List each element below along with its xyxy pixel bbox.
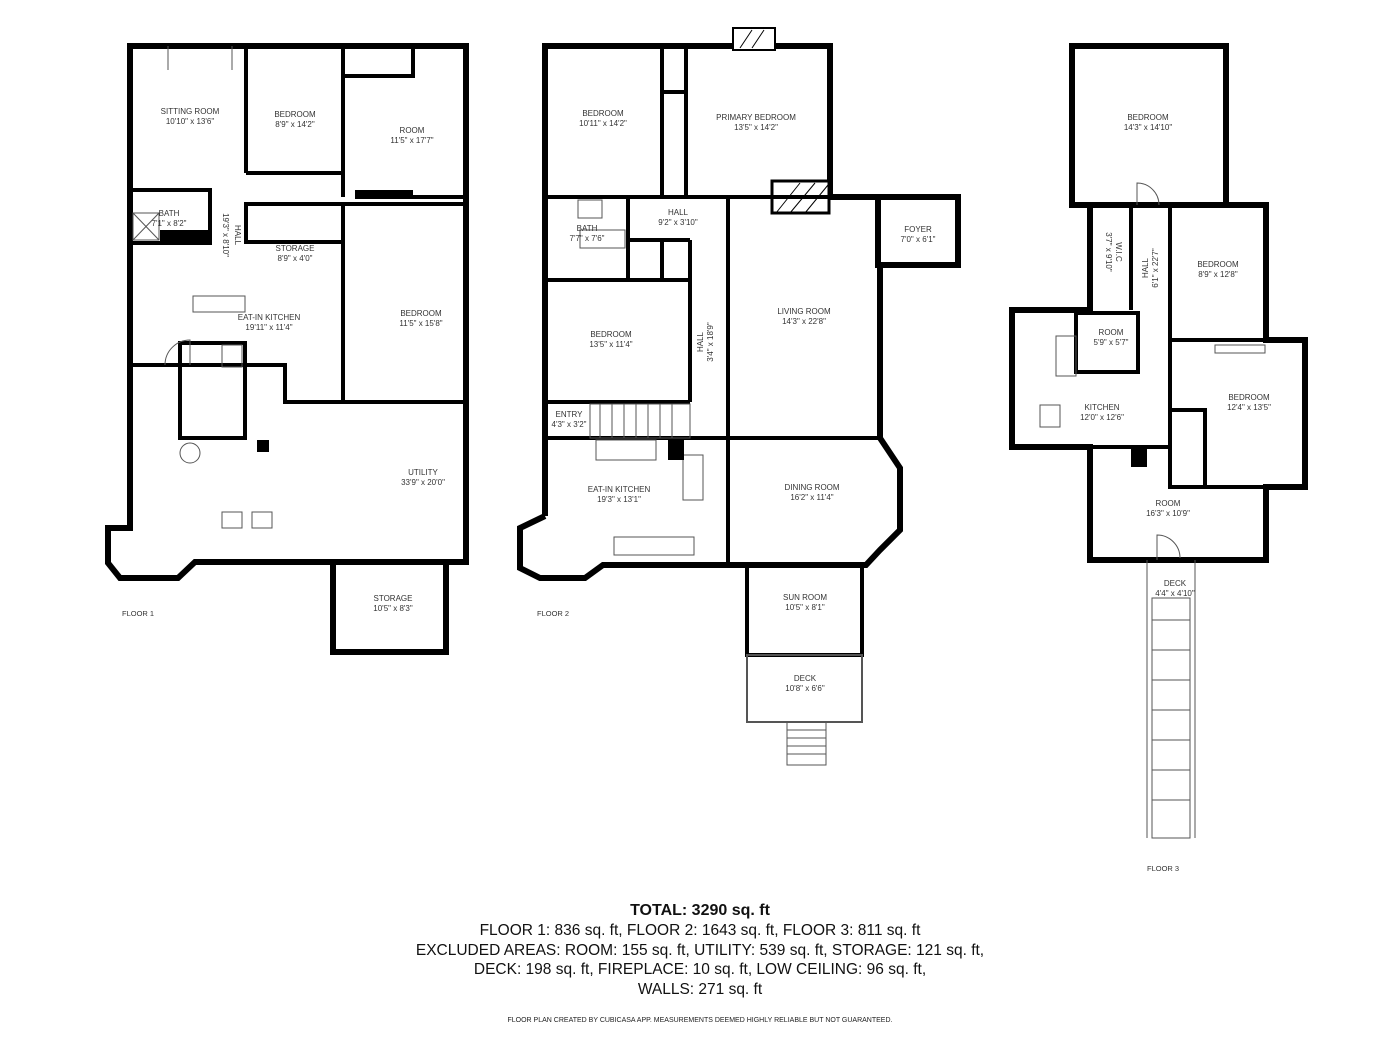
floor-1-labels: SITTING ROOM 10'10" x 13'6" BEDROOM 8'9"… xyxy=(122,107,445,618)
fireplace-top xyxy=(732,27,776,51)
room-name: SITTING ROOM xyxy=(161,107,220,116)
room-name: UTILITY xyxy=(408,468,438,477)
room-name: BEDROOM xyxy=(1228,393,1270,402)
area-summary: TOTAL: 3290 sq. ft FLOOR 1: 836 sq. ft, … xyxy=(0,901,1400,1024)
room-dims: 11'5" x 17'7" xyxy=(390,136,433,145)
room-dims: 13'5" x 14'2" xyxy=(734,123,778,132)
room-name: DECK xyxy=(794,674,817,683)
room-name: BATH xyxy=(159,209,180,218)
summary-line: FLOOR 1: 836 sq. ft, FLOOR 2: 1643 sq. f… xyxy=(479,922,921,939)
room-name: HALL xyxy=(233,225,242,246)
room-name: BATH xyxy=(577,224,598,233)
room-name: HALL xyxy=(1141,257,1150,278)
room-name: STORAGE xyxy=(374,594,413,603)
room-name: ROOM xyxy=(1099,328,1124,337)
summary-line: EXCLUDED AREAS: ROOM: 155 sq. ft, UTILIT… xyxy=(415,941,985,959)
deck-stairs xyxy=(786,721,827,766)
room-dims: 13'5" x 11'4" xyxy=(589,340,632,349)
room-dims: 19'11" x 11'4" xyxy=(245,323,292,332)
room-name: BEDROOM xyxy=(400,309,442,318)
summary-line: DECK: 198 sq. ft, FIREPLACE: 10 sq. ft, … xyxy=(473,961,927,978)
room-dims: 19'3" x 13'1" xyxy=(597,495,641,504)
floor-2-outer-wall xyxy=(517,43,903,581)
room-dims: 12'0" x 12'6" xyxy=(1080,413,1124,422)
room-name: KITCHEN xyxy=(1084,403,1119,412)
room-dims: 12'4" x 13'5" xyxy=(1227,403,1271,412)
floor-3-plan: BEDROOM 14'3" x 14'10" W.I.C 3'7" x 9'10… xyxy=(1009,43,1308,873)
room-dims: 16'2" x 11'4" xyxy=(790,493,833,502)
room-dims: 8'9" x 4'0" xyxy=(278,254,313,263)
room-name: EAT-IN KITCHEN xyxy=(588,485,651,494)
room-name: ROOM xyxy=(1156,499,1181,508)
foyer-walls xyxy=(875,194,961,268)
room-name: DECK xyxy=(1164,579,1187,588)
room-dims: 16'3" x 10'9" xyxy=(1146,509,1190,518)
room-dims: 7'1" x 8'2" xyxy=(152,219,187,228)
room-name: W.I.C xyxy=(1114,242,1123,262)
floor-3-fixtures xyxy=(1039,182,1266,839)
floor-1-wall-block xyxy=(355,190,413,199)
room-dims: 19'3" x 8'10" xyxy=(221,213,230,257)
room-name: HALL xyxy=(668,208,689,217)
room-dims: 33'9" x 20'0" xyxy=(401,478,445,487)
room-dims: 14'3" x 22'8" xyxy=(782,317,826,326)
floor-2-plan: BEDROOM 10'11" x 14'2" PRIMARY BEDROOM 1… xyxy=(517,27,961,766)
room-name: LIVING ROOM xyxy=(777,307,831,316)
floor-3-interior-walls xyxy=(1074,205,1266,489)
room-name: BEDROOM xyxy=(590,330,632,339)
room-dims: 11'5" x 15'8" xyxy=(399,319,442,328)
room-dims: 8'9" x 12'8" xyxy=(1198,270,1238,279)
room-dims: 10'8" x 6'6" xyxy=(785,684,825,693)
room-name: FOYER xyxy=(904,225,932,234)
floor-1-plan: SITTING ROOM 10'10" x 13'6" BEDROOM 8'9"… xyxy=(105,43,469,655)
room-name: PRIMARY BEDROOM xyxy=(716,113,796,122)
room-dims: 4'3" x 3'2" xyxy=(552,420,587,429)
floor-2-chimney xyxy=(668,440,684,460)
room-name: BEDROOM xyxy=(274,110,316,119)
room-dims: 6'1" x 22'7" xyxy=(1151,248,1160,288)
room-dims: 4'4" x 4'10" xyxy=(1155,589,1195,598)
floor-3-chimney xyxy=(1131,447,1147,467)
disclaimer: FLOOR PLAN CREATED BY CUBICASA APP. MEAS… xyxy=(507,1017,893,1024)
floor-label: FLOOR 2 xyxy=(537,609,569,618)
room-dims: 14'3" x 14'10" xyxy=(1124,123,1172,132)
room-dims: 3'7" x 9'10" xyxy=(1104,232,1113,272)
room-name: STORAGE xyxy=(276,244,315,253)
room-name: BEDROOM xyxy=(582,109,624,118)
room-dims: 10'5" x 8'3" xyxy=(373,604,413,613)
room-dims: 10'11" x 14'2" xyxy=(579,119,627,128)
floor-2-stairs xyxy=(577,199,704,556)
room-dims: 7'7" x 7'6" xyxy=(570,234,605,243)
room-name: BEDROOM xyxy=(1197,260,1239,269)
floor-3-labels: BEDROOM 14'3" x 14'10" W.I.C 3'7" x 9'10… xyxy=(1080,113,1271,873)
summary-line: WALLS: 271 sq. ft xyxy=(637,980,763,998)
room-dims: 5'9" x 5'7" xyxy=(1094,338,1129,347)
floor-1-fixtures xyxy=(132,46,273,529)
room-dims: 10'5" x 8'1" xyxy=(785,603,825,612)
total-area: TOTAL: 3290 sq. ft xyxy=(630,902,770,919)
room-dims: 9'2" x 3'10" xyxy=(658,218,698,227)
room-name: ROOM xyxy=(400,126,425,135)
room-name: SUN ROOM xyxy=(783,593,827,602)
floor-2-labels: BEDROOM 10'11" x 14'2" PRIMARY BEDROOM 1… xyxy=(537,109,936,693)
floor-1-outer-wall xyxy=(105,43,469,581)
floor-1-chimney xyxy=(257,440,269,452)
room-name: EAT-IN KITCHEN xyxy=(238,313,301,322)
floor-label: FLOOR 1 xyxy=(122,609,154,618)
floor-label: FLOOR 3 xyxy=(1147,864,1179,873)
room-name: BEDROOM xyxy=(1127,113,1169,122)
room-name: ENTRY xyxy=(556,410,584,419)
floor-1-storage-walls xyxy=(330,559,449,655)
room-dims: 8'9" x 14'2" xyxy=(275,120,315,129)
floor-1-interior-walls xyxy=(128,46,466,440)
room-dims: 3'4" x 18'9" xyxy=(706,322,715,362)
room-name: HALL xyxy=(696,331,705,352)
room-name: DINING ROOM xyxy=(784,483,839,492)
room-dims: 10'10" x 13'6" xyxy=(166,117,214,126)
floor-1-bath-wall-block xyxy=(160,230,210,243)
room-dims: 7'0" x 6'1" xyxy=(901,235,936,244)
